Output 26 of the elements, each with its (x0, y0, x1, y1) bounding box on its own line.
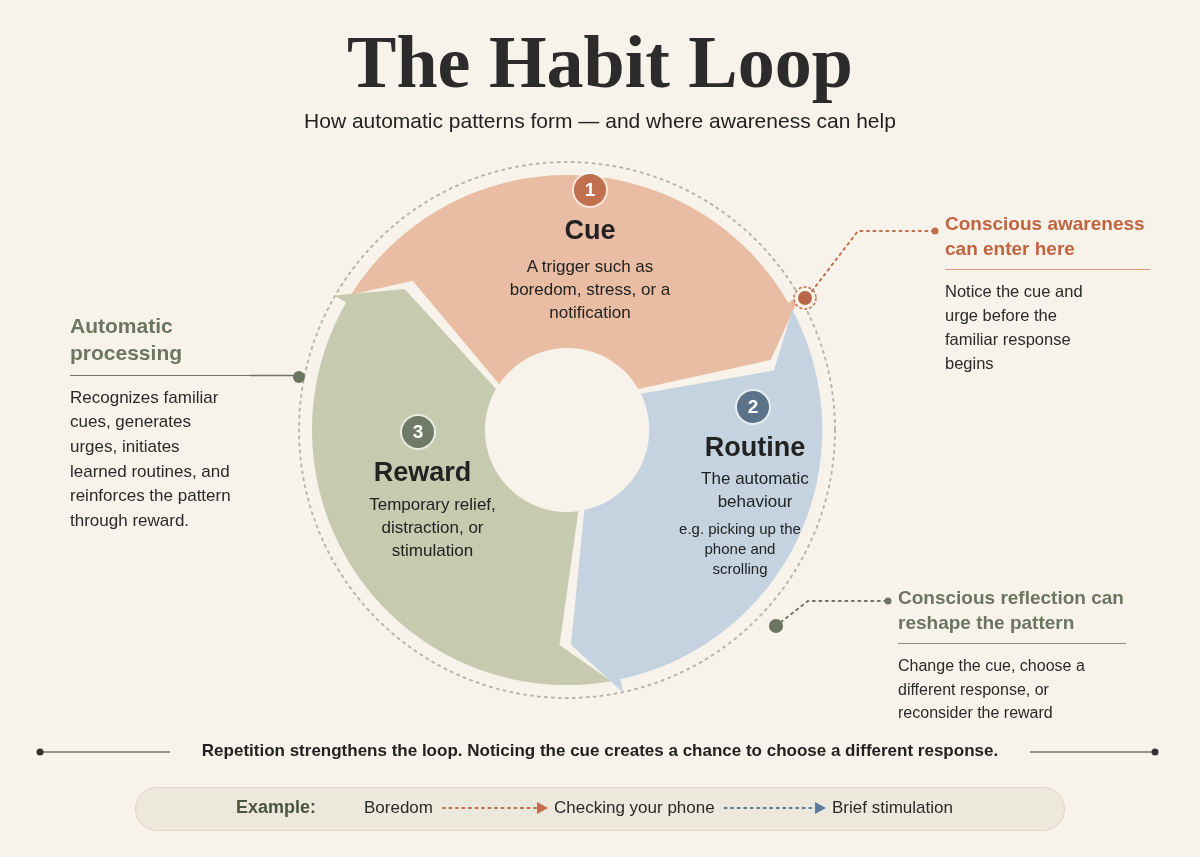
annotation-heading: Automatic processing (70, 312, 250, 376)
arrow (442, 802, 548, 814)
example-step: Brief stimulation (832, 798, 953, 818)
segment-title: Routine (703, 431, 807, 464)
leader-line (780, 597, 892, 623)
example-step: Boredom (364, 798, 433, 818)
segment-title: Cue (563, 214, 617, 247)
example-band (135, 787, 1065, 831)
annotation-text: Notice the cue and urge before the familiar response begins (945, 281, 1084, 375)
segment-description: A trigger such as boredom, stress, or a notification (508, 256, 672, 324)
segment-title: Reward (372, 456, 473, 489)
annotation-text: Change the cue, choose a different response, or reconsider the reward (898, 656, 1086, 723)
annotation-heading: Conscious awareness can enter here (945, 212, 1150, 271)
leader-line (249, 374, 294, 377)
example-note: e.g. picking up the phone and scrolling (678, 519, 802, 580)
segment-description: Temporary relief, distraction, or stimulation (368, 494, 497, 562)
example-heading: Example: (236, 797, 317, 818)
example-step: Checking your phone (554, 798, 715, 818)
title: The Habit Loop (346, 22, 854, 104)
arrow (723, 802, 826, 814)
summary-note: Repetition strengthens the loop. Noticing the cue creates a chance to choose a different response. (200, 740, 1000, 762)
annotation-text: Recognizes familiar cues, generates urges, initiates learned routines, and reinforces the pattern through reward. (70, 386, 232, 532)
subtitle: How automatic patterns form — and where awareness can help (303, 108, 897, 134)
leader-line (811, 227, 939, 292)
annotation-heading: Conscious reflection can reshape the pattern (898, 586, 1126, 645)
segment-description: The automatic behaviour (700, 468, 810, 513)
